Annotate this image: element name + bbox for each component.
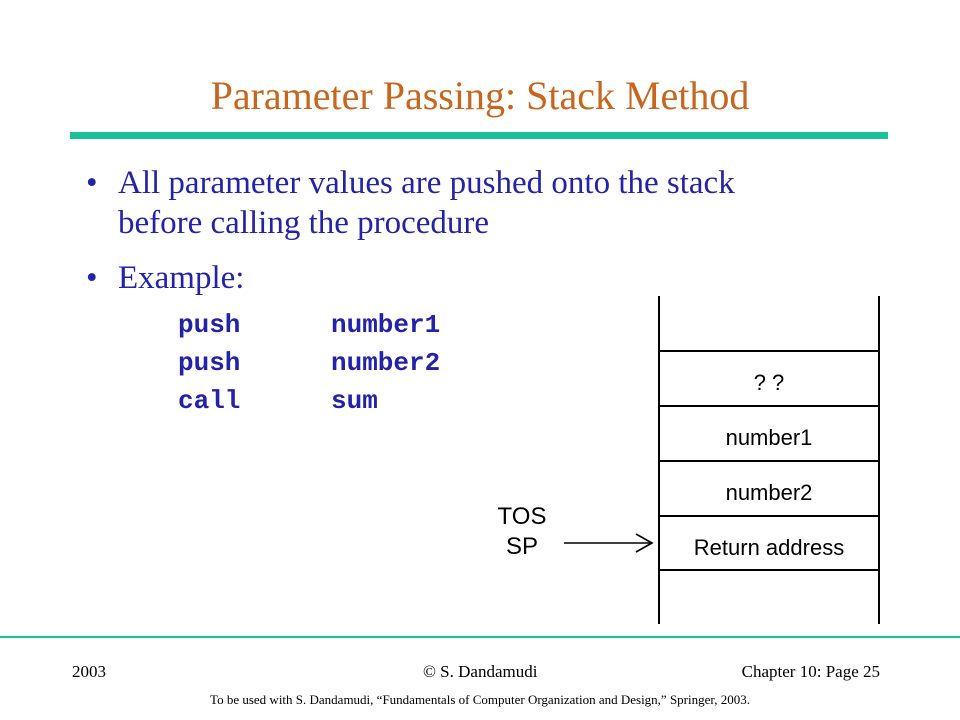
bullet-1-line-2: before calling the procedure (118, 205, 490, 241)
footer-author: © S. Dandamudi (423, 662, 538, 681)
code-arg: number1 (331, 310, 441, 340)
stack-diagram: ? ? number1 number2 Return address TOS S… (498, 296, 880, 624)
title-rule (70, 132, 888, 139)
code-arg: sum (331, 386, 378, 416)
footer-year: 2003 (72, 662, 106, 681)
slide-title: Parameter Passing: Stack Method (210, 73, 750, 118)
bullet-2-marker: • (86, 260, 98, 296)
footer-note: To be used with S. Dandamudi, “Fundament… (210, 692, 750, 707)
stack-cell-label: number1 (726, 425, 813, 450)
arrow-right-icon (564, 533, 654, 553)
code-arg: number2 (331, 348, 441, 378)
stack-cell-label: number2 (726, 480, 813, 505)
code-op: push (178, 310, 241, 340)
code-op: push (178, 348, 241, 378)
footer-rule (0, 636, 960, 638)
code-op: call (178, 386, 241, 416)
footer-page: Chapter 10: Page 25 (741, 662, 880, 681)
bullet-1-marker: • (86, 165, 98, 201)
bullet-2-line-1: Example: (118, 260, 245, 296)
stack-cell-label: ? ? (754, 370, 785, 395)
stack-cell-label: Return address (694, 535, 844, 560)
sp-label: SP (506, 533, 538, 560)
bullet-1-line-1: All parameter values are pushed onto the… (118, 165, 735, 201)
tos-label: TOS (498, 503, 547, 530)
